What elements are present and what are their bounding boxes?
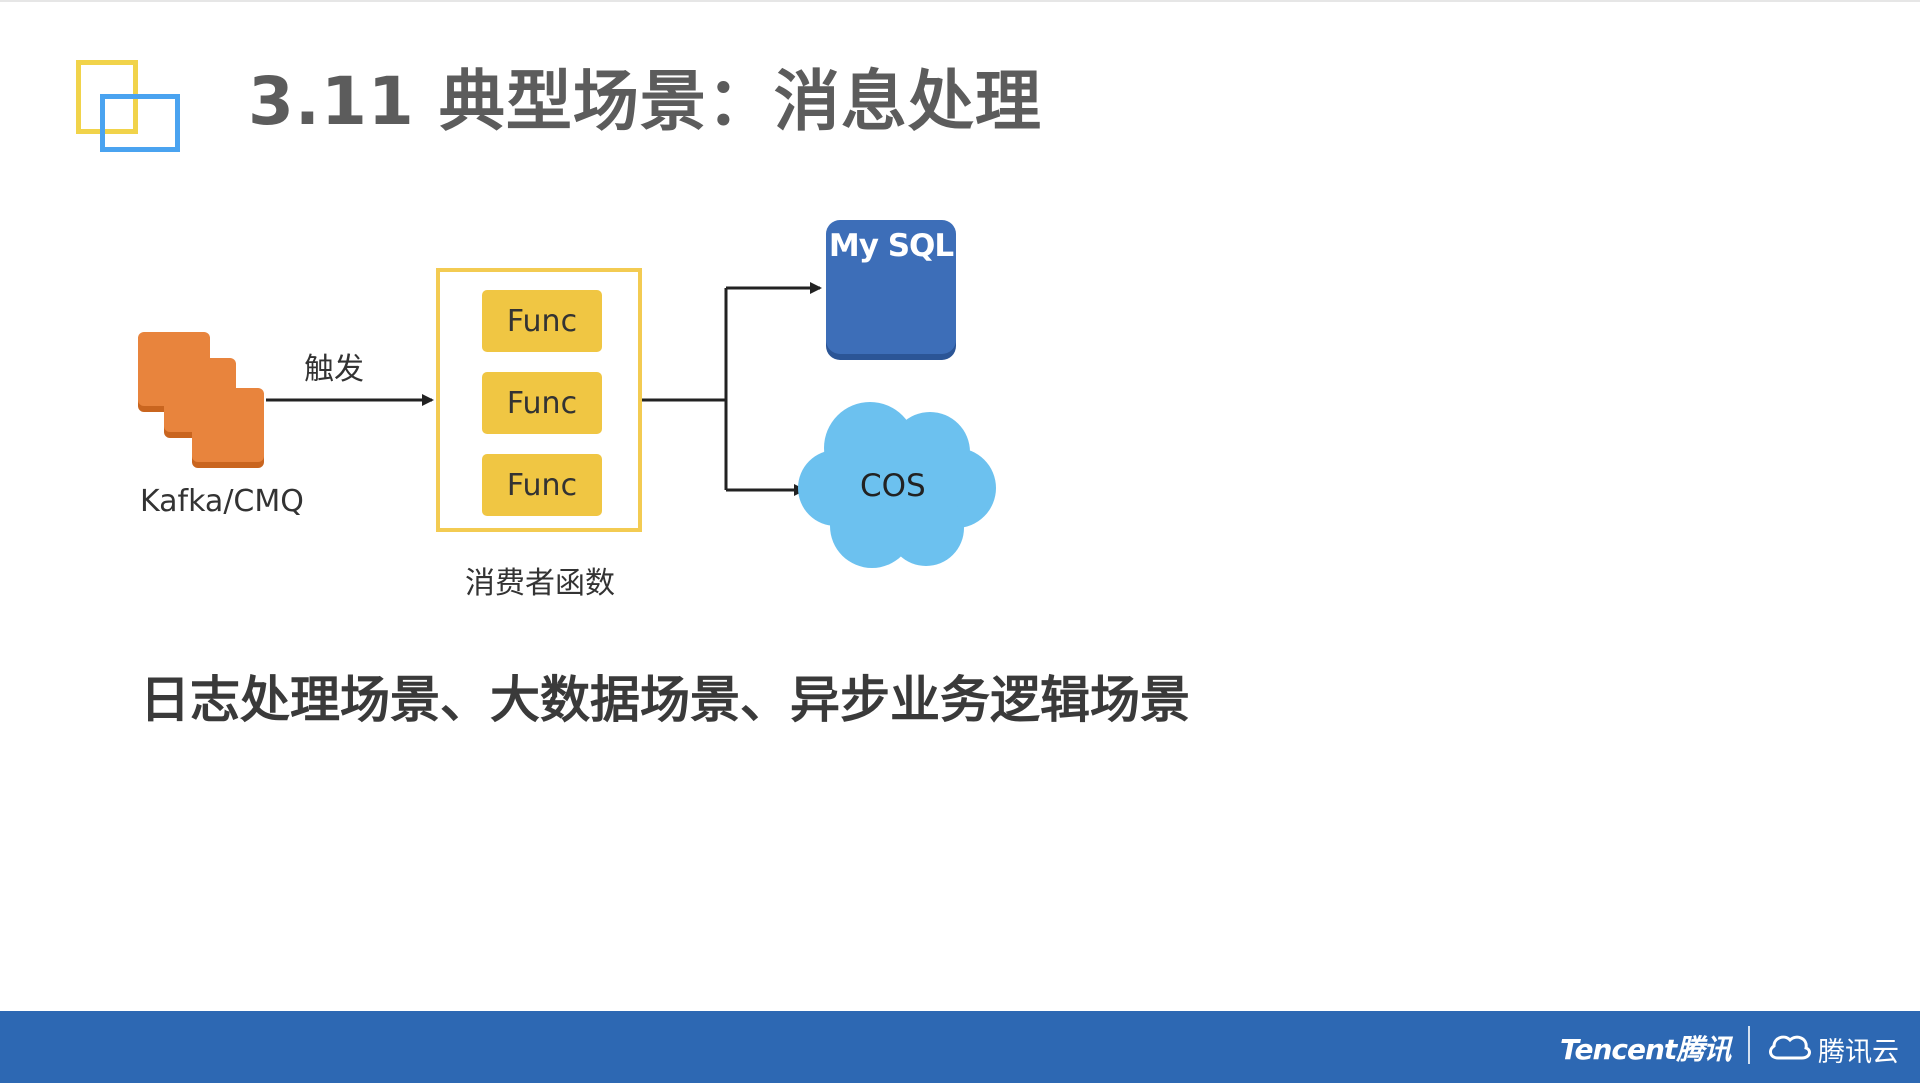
consumer-function-box: Func Func Func — [436, 268, 642, 532]
tencent-cloud-text: 腾讯云 — [1818, 1037, 1899, 1068]
footer-bar — [0, 1011, 1920, 1083]
trigger-label: 触发 — [304, 352, 364, 387]
func-block: Func — [482, 290, 602, 352]
top-border-line — [0, 0, 1920, 2]
tencent-logo-text: Tencent腾讯 — [1560, 1033, 1731, 1066]
consumer-function-label: 消费者函数 — [465, 566, 615, 601]
footer-brand-divider — [1748, 1026, 1750, 1064]
mysql-label: My SQL — [828, 228, 954, 264]
tencent-cloud-logo-icon — [1769, 1035, 1811, 1060]
kafka-queue-icon — [138, 332, 264, 468]
output-branch-connector — [642, 282, 822, 496]
logo-blue-square — [100, 94, 180, 152]
slide-logo-icon — [76, 60, 180, 154]
func-block: Func — [482, 372, 602, 434]
page-title: 3.11 典型场景：消息处理 — [248, 63, 1042, 140]
kafka-cmq-label: Kafka/CMQ — [140, 484, 304, 519]
cos-label: COS — [860, 468, 926, 504]
cos-cloud-icon — [798, 402, 996, 568]
mysql-database-icon: My SQL — [826, 220, 956, 354]
scenario-summary: 日志处理场景、大数据场景、异步业务逻辑场景 — [140, 671, 1190, 729]
func-block: Func — [482, 454, 602, 516]
